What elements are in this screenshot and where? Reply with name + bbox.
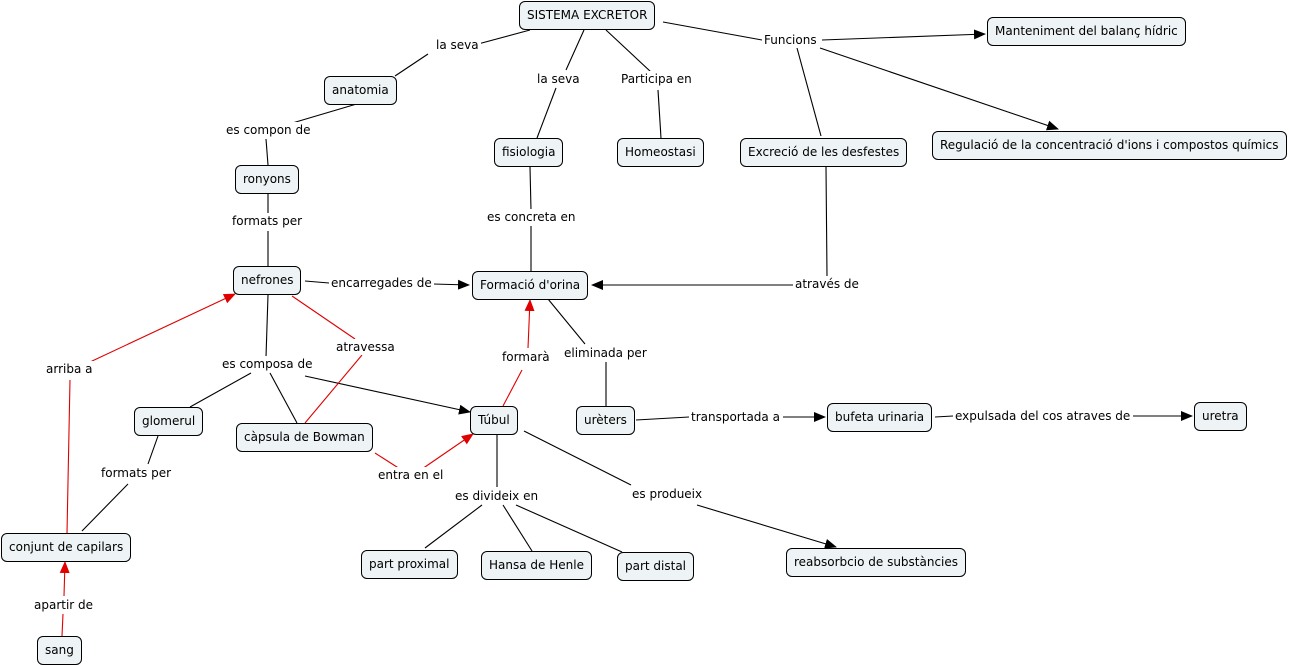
- link-es-produeix: es produeix: [630, 486, 705, 502]
- link-eliminada-per: eliminada per: [562, 345, 649, 361]
- concept-sistema-excretor[interactable]: SISTEMA EXCRETOR: [519, 1, 656, 30]
- concept-capsula-bowman[interactable]: càpsula de Bowman: [236, 423, 373, 452]
- concept-part-distal[interactable]: part distal: [617, 552, 695, 581]
- concept-ureters[interactable]: urèters: [576, 406, 635, 435]
- concept-conjunt-capilars[interactable]: conjunt de capilars: [1, 533, 132, 562]
- link-funcions: Funcions: [762, 32, 819, 48]
- concept-part-proximal[interactable]: part proximal: [361, 550, 458, 579]
- link-arriba-a: arriba a: [44, 361, 95, 377]
- link-participa-en: Participa en: [619, 71, 694, 87]
- link-es-concreta-en: es concreta en: [485, 209, 578, 225]
- concept-fisiologia[interactable]: fisiologia: [494, 138, 564, 167]
- concept-formacio-orina[interactable]: Formació d'orina: [472, 271, 589, 300]
- link-atravessa: atravessa: [334, 339, 397, 355]
- concept-excrecio[interactable]: Excreció de les desfestes: [740, 138, 908, 167]
- concept-tubul[interactable]: Túbul: [470, 406, 518, 435]
- link-es-divideix-en: es divideix en: [453, 488, 541, 504]
- concept-nefrones[interactable]: nefrones: [233, 266, 302, 295]
- link-transportada-a: transportada a: [689, 409, 782, 425]
- link-la-seva-anatomia: la seva: [434, 37, 481, 53]
- concept-glomerul[interactable]: glomerul: [134, 407, 204, 436]
- link-encarregades-de: encarregades de: [329, 275, 434, 291]
- link-formats-per-nefrones: formats per: [230, 213, 305, 229]
- link-formara: formarà: [500, 349, 552, 365]
- link-apartir-de: apartir de: [32, 597, 96, 613]
- concept-uretra[interactable]: uretra: [1194, 402, 1247, 431]
- concept-regulacio[interactable]: Regulació de la concentració d'ions i co…: [932, 131, 1287, 160]
- concept-reabsorcio[interactable]: reabsorbcio de substàncies: [786, 548, 967, 577]
- link-la-seva-fisiologia: la seva: [535, 71, 582, 87]
- concept-homeostasi[interactable]: Homeostasi: [617, 138, 704, 167]
- link-atraves-de: através de: [793, 276, 861, 292]
- concept-sang[interactable]: sang: [37, 636, 82, 665]
- link-entra-en-el: entra en el: [376, 467, 446, 483]
- concept-bufeta-urinaria[interactable]: bufeta urinaria: [827, 403, 933, 432]
- link-es-composa-de: es composa de: [220, 356, 315, 372]
- link-formats-per-capilars: formats per: [99, 465, 174, 481]
- link-expulsada: expulsada del cos atraves de: [953, 408, 1133, 424]
- concept-hansa-henle[interactable]: Hansa de Henle: [481, 551, 592, 580]
- concept-ronyons[interactable]: ronyons: [235, 165, 299, 194]
- link-es-compon-de: es compon de: [224, 122, 313, 138]
- concept-anatomia[interactable]: anatomia: [324, 76, 397, 105]
- concept-manteniment[interactable]: Manteniment del balanç hídric: [987, 17, 1186, 46]
